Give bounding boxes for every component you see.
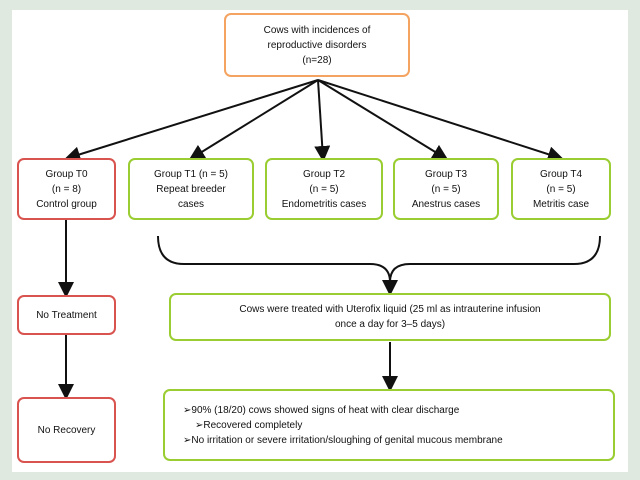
group-t1-n: Repeat breeder <box>156 183 226 195</box>
group-t0-title: Group T0 <box>45 168 88 180</box>
no-treatment-label: No Treatment <box>36 309 97 321</box>
arrow-root-to-t2 <box>314 79 331 162</box>
no-recovery-label: No Recovery <box>37 424 96 436</box>
group-t4-node: Group T4 (n = 5) Metritis case <box>511 158 611 220</box>
root-line1: Cows with incidences of <box>263 24 371 36</box>
group-t2-node: Group T2 (n = 5) Endometritis cases <box>265 158 383 220</box>
treatment-line2: once a day for 3–5 days) <box>334 319 446 330</box>
root-node: Cows with incidences of reproductive dis… <box>224 13 410 77</box>
result-item: ➢90% (18/20) cows showed signs of heat w… <box>183 404 460 416</box>
group-t2-desc: Endometritis cases <box>281 198 367 210</box>
group-t3-title: Group T3 <box>424 168 468 180</box>
results-node: ➢90% (18/20) cows showed signs of heat w… <box>163 389 615 461</box>
group-t1-node: Group T1 (n = 5) Repeat breeder cases <box>128 158 254 220</box>
arrow-root-to-t4 <box>317 79 564 162</box>
group-t1-desc: cases <box>177 198 205 210</box>
group-t4-n: (n = 5) <box>546 183 576 195</box>
group-t3-desc: Anestrus cases <box>411 198 481 210</box>
group-t0-n: (n = 8) <box>51 183 82 195</box>
group-t0-desc: Control group <box>36 198 97 210</box>
group-t4-desc: Metritis case <box>532 198 590 210</box>
group-t3-node: Group T3 (n = 5) Anestrus cases <box>393 158 499 220</box>
root-line3: (n=28) <box>302 54 332 66</box>
group-t1-title: Group T1 (n = 5) <box>153 168 229 180</box>
group-t3-n: (n = 5) <box>431 183 461 195</box>
group-brace <box>157 235 601 283</box>
group-t2-n: (n = 5) <box>309 183 339 195</box>
root-line2: reproductive disorders <box>267 39 367 51</box>
group-t2-title: Group T2 <box>302 168 346 180</box>
arrow-root-to-t0 <box>64 79 319 163</box>
arrow-root-to-t3 <box>317 79 449 161</box>
group-t0-node: Group T0 (n = 8) Control group <box>17 158 116 220</box>
group-t4-title: Group T4 <box>539 168 583 180</box>
result-item: ➢No irritation or severe irritation/slou… <box>183 434 503 446</box>
no-treatment-node: No Treatment <box>17 295 116 335</box>
treatment-node: Cows were treated with Uterofix liquid (… <box>169 293 611 341</box>
no-recovery-node: No Recovery <box>17 397 116 463</box>
treatment-line1: Cows were treated with Uterofix liquid (… <box>239 304 541 315</box>
result-item: ➢Recovered completely <box>195 419 303 431</box>
arrow-root-to-t1 <box>188 79 319 161</box>
